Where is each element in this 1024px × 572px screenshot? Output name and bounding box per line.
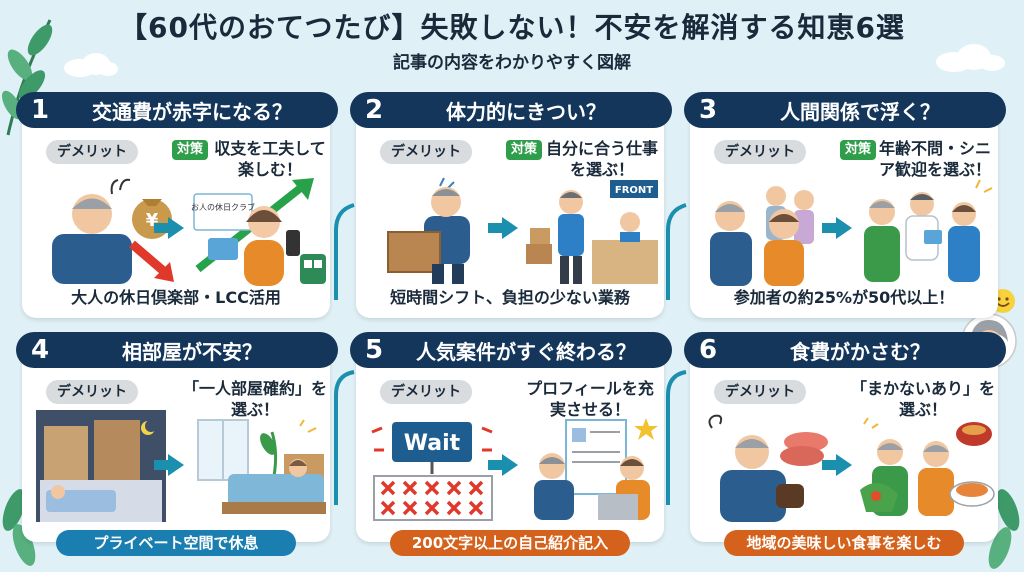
card-advice: 自分に合う仕事を選ぶ！ (545, 139, 658, 179)
flow-arrow-right-icon (154, 454, 184, 476)
card-advice: 「まかないあり」を選ぶ！ (850, 379, 995, 419)
tip-card-3: 3 人間関係で浮く？ デメリット 対策 年齢不問・シニア歓迎を選ぶ！ (684, 92, 1006, 318)
man-carrying-box-illustration (387, 177, 470, 284)
card-number: 2 (364, 95, 384, 125)
countermeasure-badge: 対策 (506, 140, 543, 160)
demerit-pill: デメリット (46, 140, 138, 164)
card-caption: 短時間シフト、負担の少ない業務 (390, 288, 630, 307)
demerit-pill: デメリット (380, 380, 472, 404)
card-number: 5 (364, 335, 384, 365)
page-subtitle: 記事の内容をわかりやすく図解 (393, 53, 631, 73)
card-number: 3 (698, 95, 718, 125)
card-header: 6 食費がかさむ？ (684, 332, 1006, 368)
worried-man-with-money-bag-illustration: ¥ (52, 178, 174, 284)
card-banner: 地域の美味しい食事を楽しむ (724, 530, 964, 556)
card-header: 2 体力的にきつい？ (350, 92, 672, 128)
membership-sign-text: お人の休日クラブ (191, 202, 255, 212)
couple-with-meal-illustration (860, 417, 995, 516)
card-heading: 交通費が赤字になる？ (92, 99, 292, 124)
page-title: 【60代のおてつたび】失敗しない！不安を解消する知恵6選 (119, 11, 905, 44)
flow-arrow-right-icon (488, 217, 518, 239)
card-advice: 「一人部屋確約」を選ぶ！ (182, 379, 327, 419)
wait-sign-and-filled-slots-illustration: Wait (371, 422, 493, 521)
flow-arrow-right-icon (154, 217, 184, 239)
card-heading: 体力的にきつい？ (446, 99, 606, 124)
card-header: 3 人間関係で浮く？ (684, 92, 1006, 128)
demerit-pill: デメリット (714, 140, 806, 164)
tip-card-6: 6 食費がかさむ？ デメリット 「まかないあり」を選ぶ！ (684, 332, 1006, 556)
card-number: 6 (698, 335, 718, 365)
group-of-people-illustration (710, 186, 814, 286)
card-header: 4 相部屋が不安？ (16, 332, 338, 368)
card-caption: 参加者の約25%が50代以上！ (733, 288, 955, 307)
cloud-decoration-right (936, 44, 1005, 72)
cloud-decoration-left (64, 53, 118, 77)
card-header: 1 交通費が赤字になる？ (16, 92, 338, 128)
countermeasure-badge: 対策 (840, 140, 877, 160)
card-heading: 食費がかさむ？ (790, 339, 930, 364)
man-with-wallet-and-fish-illustration (708, 414, 828, 522)
card-caption: 大人の休日倶楽部・LCC活用 (71, 288, 281, 307)
couple-writing-profile-illustration (534, 418, 658, 520)
shared-dorm-room-illustration (36, 410, 166, 522)
card-banner: プライベート空間で休息 (56, 530, 296, 556)
tip-card-1: 1 交通費が赤字になる？ デメリット 対策 収支を工夫して楽しむ！ ¥ お人の休… (16, 92, 338, 318)
card-advice: 収支を工夫して楽しむ！ (214, 139, 326, 179)
front-sign-text: FRONT (615, 185, 653, 196)
card-advice: 年齢不問・シニア歓迎を選ぶ！ (878, 139, 991, 179)
demerit-pill: デメリット (380, 140, 472, 164)
demerit-pill: デメリット (714, 380, 806, 404)
leaf-decoration-bottom-right (988, 489, 1020, 569)
card-advice: プロフィールを充実させる！ (526, 379, 654, 419)
private-room-bed-illustration (197, 419, 326, 514)
flow-arrow-right-icon (822, 454, 852, 476)
tip-card-2: 2 体力的にきつい？ デメリット 対策 自分に合う仕事を選ぶ！ FRONT (350, 92, 672, 318)
card-number: 4 (30, 335, 50, 365)
card-heading: 相部屋が不安？ (122, 339, 262, 364)
welcoming-senior-group-illustration (864, 179, 993, 282)
countermeasure-badge: 対策 (172, 140, 209, 160)
card-heading: 人気案件がすぐ終わる？ (416, 339, 636, 364)
flow-arrow-right-icon (822, 217, 852, 239)
demerit-pill: デメリット (46, 380, 138, 404)
tip-card-4: 4 相部屋が不安？ デメリット 「一人部屋確約」を選ぶ！ (16, 332, 338, 556)
leaf-decoration-left (1, 19, 53, 136)
card-number: 1 (30, 95, 50, 125)
hotel-front-desk-staff-illustration: FRONT (526, 180, 658, 284)
card-banner: 200文字以上の自己紹介記入 (390, 530, 630, 556)
leaf-decoration-bottom-left (2, 489, 36, 566)
card-heading: 人間関係で浮く？ (780, 99, 940, 124)
card-header: 5 人気案件がすぐ終わる？ (350, 332, 672, 368)
wait-sign-text: Wait (404, 431, 461, 456)
tip-card-5: 5 人気案件がすぐ終わる？ デメリット プロフィールを充実させる！ Wait (350, 332, 672, 556)
woman-with-membership-card-illustration: お人の休日クラブ (191, 178, 326, 286)
flow-arrow-right-icon (488, 454, 518, 476)
